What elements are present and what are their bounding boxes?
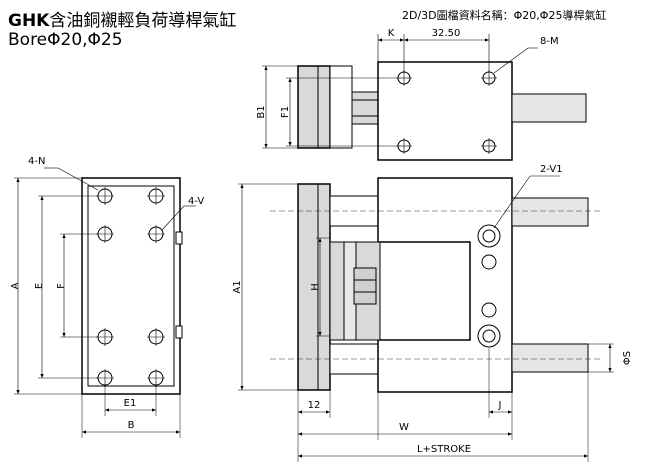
label-w: W bbox=[399, 422, 409, 433]
top-rear-plate bbox=[297, 65, 331, 149]
label-a: A bbox=[10, 282, 21, 289]
label-4-n: 4-N bbox=[28, 156, 45, 167]
document-title: GHK含油銅襯輕負荷導桿氣缸 bbox=[8, 6, 236, 31]
top-body bbox=[377, 61, 513, 161]
label-k: K bbox=[388, 28, 395, 39]
port bbox=[477, 324, 501, 348]
label-b1: B1 bbox=[256, 105, 267, 118]
front-body bbox=[377, 177, 513, 393]
guide-rod-lower bbox=[511, 343, 589, 373]
label-e1: E1 bbox=[124, 398, 137, 409]
label-f: F bbox=[56, 283, 67, 289]
label-2-v1: 2-V1 bbox=[540, 164, 563, 175]
label-l-stroke: L+STROKE bbox=[417, 444, 471, 455]
model-name: 含油銅襯輕負荷導桿氣缸 bbox=[49, 11, 237, 31]
bore-title: BoreΦ20,Φ25 bbox=[8, 30, 123, 50]
label-8-m: 8-M bbox=[540, 36, 559, 47]
label-32-50: 32.50 bbox=[432, 28, 461, 39]
file-caption: 2D/3D圖檔資料名稱：Φ20,Φ25導桿氣缸 bbox=[402, 9, 607, 22]
top-view bbox=[262, 34, 587, 161]
label-12: 12 bbox=[308, 400, 321, 411]
front-view bbox=[238, 175, 614, 462]
model-code: GHK bbox=[8, 11, 50, 31]
port bbox=[477, 224, 501, 248]
side-view bbox=[14, 167, 196, 438]
label-f1: F1 bbox=[280, 106, 291, 118]
label-e: E bbox=[34, 283, 45, 289]
guide-rod-upper bbox=[511, 197, 589, 227]
label-phi-s: ΦS bbox=[622, 351, 633, 365]
label-a1: A1 bbox=[232, 280, 243, 293]
hex-fitting bbox=[353, 267, 377, 305]
label-b: B bbox=[128, 420, 135, 431]
label-j: J bbox=[498, 400, 502, 411]
front-rear-plate bbox=[297, 183, 331, 391]
top-rod bbox=[511, 93, 587, 123]
label-h: H bbox=[310, 283, 321, 291]
label-4-v: 4-V bbox=[188, 196, 204, 207]
